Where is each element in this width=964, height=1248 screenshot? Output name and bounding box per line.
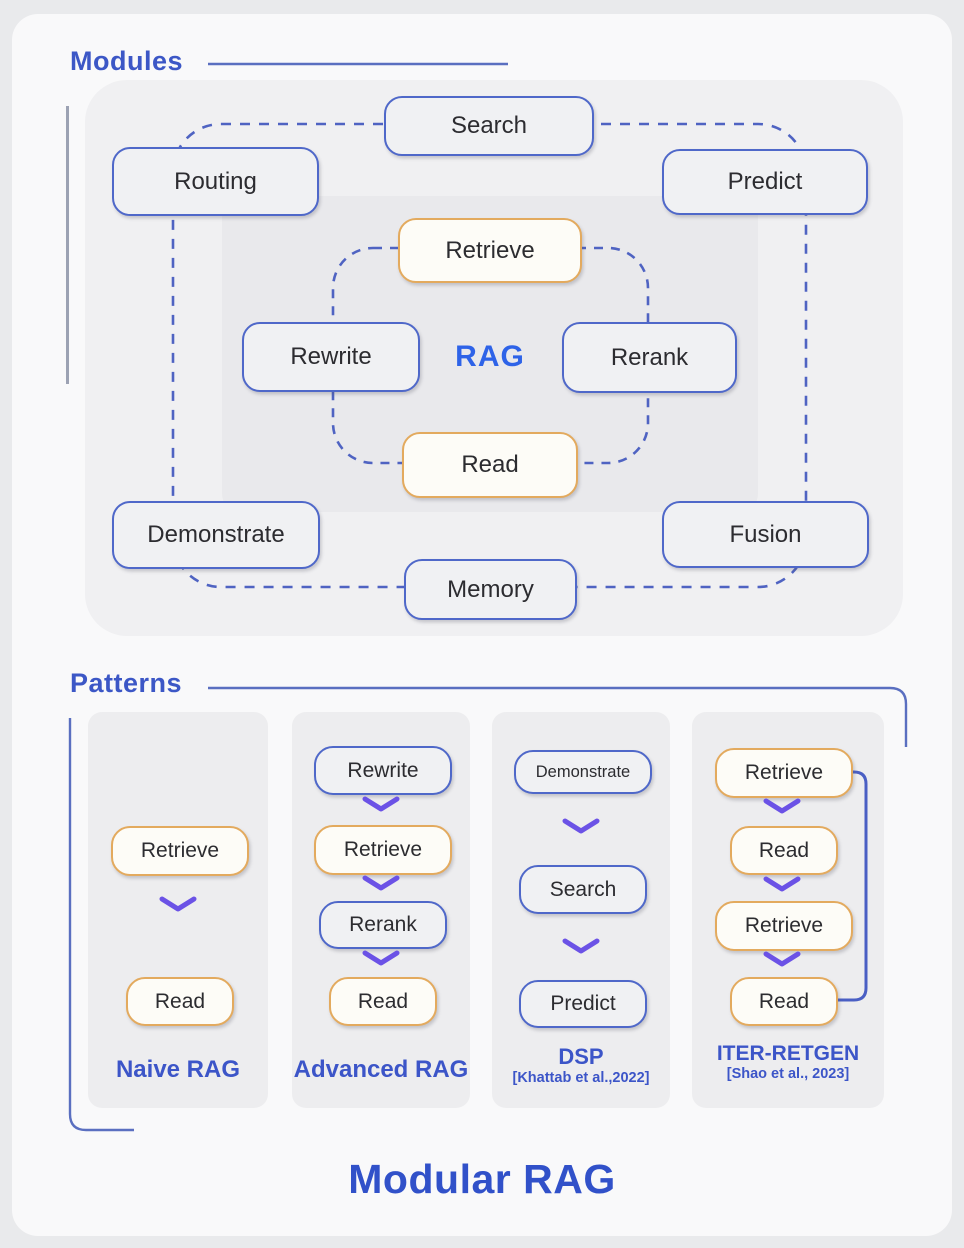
arrow-down-icon <box>561 938 601 956</box>
advanced-step-rerank: Rerank <box>319 901 447 949</box>
module-node-retrieve: Retrieve <box>398 218 582 283</box>
advanced-step-retrieve: Retrieve <box>314 825 452 875</box>
advanced-step-rewrite: Rewrite <box>314 746 452 795</box>
dsp-step-search: Search <box>519 865 647 914</box>
iter-retgen-name: ITER-RETGEN <box>716 1042 860 1065</box>
arrow-down-icon <box>762 876 802 894</box>
iter-retgen-citation: [Shao et al., 2023] <box>726 1066 850 1082</box>
arrow-down-icon <box>762 951 802 969</box>
dsp-step-predict: Predict <box>519 980 647 1028</box>
modules-accent-bar <box>66 106 69 384</box>
iter-step-retrieve-2: Retrieve <box>715 901 853 951</box>
module-node-read: Read <box>402 432 578 498</box>
naive-step-read: Read <box>126 977 234 1026</box>
advanced-step-read: Read <box>329 977 437 1026</box>
iter-step-retrieve-1: Retrieve <box>715 748 853 798</box>
module-node-search: Search <box>384 96 594 156</box>
dsp-name: DSP <box>558 1044 604 1069</box>
arrow-down-icon <box>762 798 802 816</box>
advanced-rag-label: Advanced RAG <box>293 1056 469 1083</box>
arrow-down-icon <box>561 818 601 836</box>
diagram-title: Modular RAG <box>348 1156 616 1202</box>
module-node-predict: Predict <box>662 149 868 215</box>
arrow-down-icon <box>361 875 401 893</box>
module-node-routing: Routing <box>112 147 319 216</box>
modules-section-title: Modules <box>70 46 184 76</box>
arrow-down-icon <box>361 950 401 968</box>
arrow-down-icon <box>158 896 198 914</box>
patterns-section-title: Patterns <box>70 668 183 698</box>
module-node-memory: Memory <box>404 559 577 620</box>
rag-center-label: RAG <box>455 340 525 373</box>
naive-rag-label: Naive RAG <box>115 1056 241 1083</box>
module-node-rerank: Rerank <box>562 322 737 393</box>
iter-step-read-1: Read <box>730 826 838 875</box>
module-node-demonstrate: Demonstrate <box>112 501 320 569</box>
dsp-citation: [Khattab et al.,2022] <box>512 1070 650 1086</box>
iter-retgen-label: ITER-RETGEN [Shao et al., 2023] <box>692 1042 884 1082</box>
iter-step-read-2: Read <box>730 977 838 1026</box>
dsp-step-demonstrate: Demonstrate <box>514 750 652 794</box>
dsp-label: DSP [Khattab et al.,2022] <box>492 1044 670 1086</box>
module-node-fusion: Fusion <box>662 501 869 568</box>
module-node-rewrite: Rewrite <box>242 322 420 392</box>
arrow-down-icon <box>361 796 401 814</box>
naive-step-retrieve: Retrieve <box>111 826 249 876</box>
